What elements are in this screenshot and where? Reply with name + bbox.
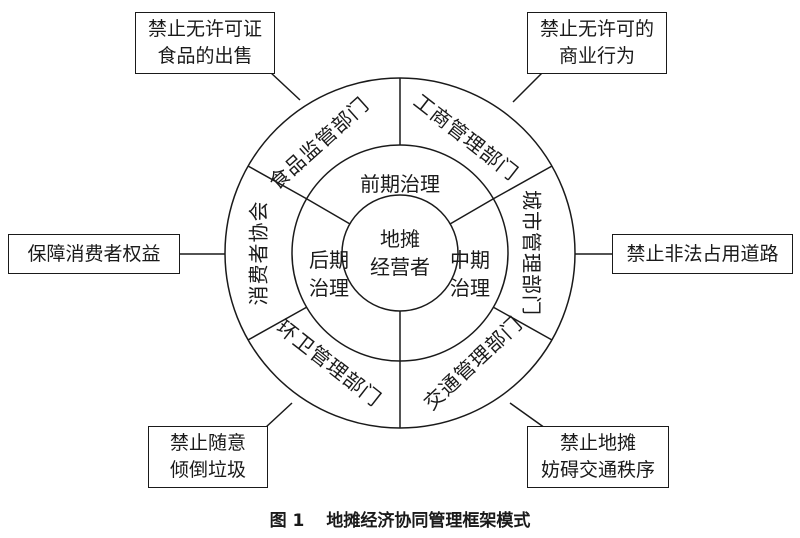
box-consumer-rights: 保障消费者权益 xyxy=(8,234,180,274)
dept-city-label: 城市管理部门 xyxy=(519,190,544,316)
outer-divider-lower-right xyxy=(492,306,553,341)
figure-title: 地摊经济协同管理框架模式 xyxy=(326,511,531,531)
connector-bottom-left xyxy=(264,402,293,429)
figure-caption: 图 1 地摊经济协同管理框架模式 xyxy=(0,506,800,531)
middle-divider-upper-right xyxy=(449,198,494,225)
box-garbage-rule: 禁止随意 倾倒垃圾 xyxy=(148,426,268,488)
box-business-rule: 禁止无许可的 商业行为 xyxy=(527,12,667,74)
stage-late-label: 后期 治理 xyxy=(309,248,349,300)
box-food-sale-rule-line2: 食品的出售 xyxy=(157,45,253,67)
middle-divider-upper-left xyxy=(306,198,351,225)
connector-top-right xyxy=(512,71,544,103)
connector-bottom-right xyxy=(509,402,546,429)
box-traffic-rule: 禁止地摊 妨碍交通秩序 xyxy=(527,426,669,488)
center-label: 地摊 经营者 xyxy=(370,227,430,279)
box-garbage-rule-line2: 倾倒垃圾 xyxy=(169,459,246,481)
box-food-sale-rule-line1: 禁止无许可证 xyxy=(147,18,262,40)
outer-divider-upper-right xyxy=(492,165,553,200)
stage-mid-label: 中期 治理 xyxy=(450,248,490,300)
stage-early-label: 前期治理 xyxy=(360,172,440,196)
box-business-rule-line2: 商业行为 xyxy=(558,45,635,67)
dept-consumer-label: 消费者协会 xyxy=(246,200,271,306)
box-traffic-rule-line1: 禁止地摊 xyxy=(559,432,636,454)
box-garbage-rule-line1: 禁止随意 xyxy=(169,432,246,454)
outer-divider-lower-left xyxy=(247,306,308,341)
box-road-occupation-line1: 禁止非法占用道路 xyxy=(626,242,779,265)
box-consumer-rights-line1: 保障消费者权益 xyxy=(27,242,161,265)
box-traffic-rule-line2: 妨碍交通秩序 xyxy=(540,459,655,481)
outer-divider-upper-left xyxy=(247,165,308,200)
box-road-occupation: 禁止非法占用道路 xyxy=(612,234,793,274)
governance-diagram xyxy=(180,71,612,429)
box-business-rule-line1: 禁止无许可的 xyxy=(539,18,654,40)
connector-top-left xyxy=(269,71,301,101)
box-food-sale-rule: 禁止无许可证 食品的出售 xyxy=(135,12,275,74)
figure-number: 图 1 xyxy=(269,511,305,531)
